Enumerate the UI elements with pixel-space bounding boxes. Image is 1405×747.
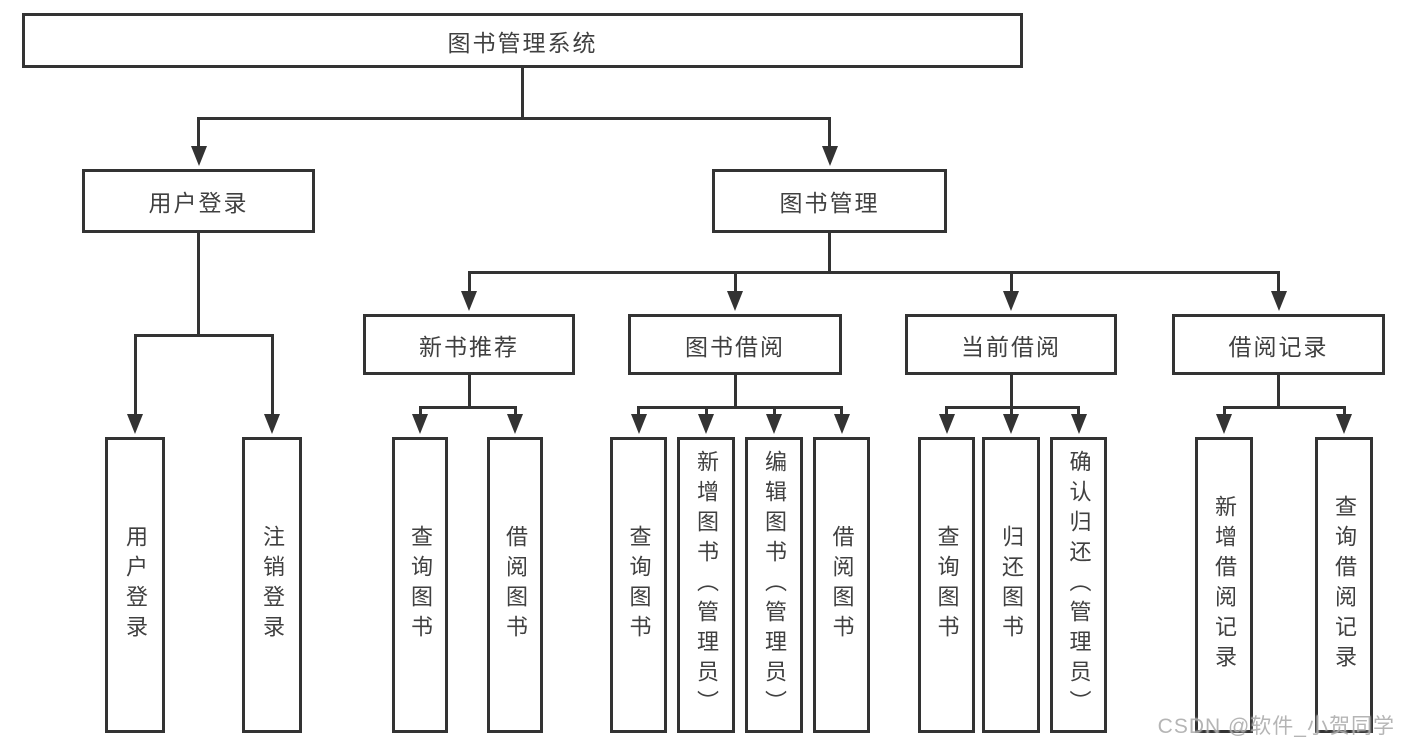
connector-bus	[467, 270, 1280, 274]
node-current-borrowing: 当前借阅	[905, 314, 1117, 375]
connector-drop	[133, 335, 137, 418]
arrow-down-icon	[1003, 291, 1019, 311]
connector-bus	[945, 405, 1080, 409]
leaf-add-borrowing-record-label: 新增借阅记录	[1212, 495, 1237, 675]
leaf-query-books-1: 查询图书	[392, 437, 448, 733]
connector-bus	[637, 405, 843, 409]
arrow-down-icon	[630, 414, 647, 434]
node-library-management-system: 图书管理系统	[22, 13, 1023, 68]
arrow-down-icon	[461, 291, 477, 311]
leaf-query-books-2-label: 查询图书	[626, 525, 652, 645]
leaf-edit-books-admin-label: 编辑图书（管理员）	[762, 450, 787, 720]
connector-stem	[197, 233, 200, 335]
leaf-return-books: 归还图书	[982, 437, 1040, 733]
leaf-borrow-books-1: 借阅图书	[487, 437, 543, 733]
connector-drop	[467, 272, 471, 295]
connector-drop	[197, 118, 200, 150]
arrow-down-icon	[264, 414, 280, 434]
connector-drop	[1222, 407, 1226, 418]
connector-bus	[133, 333, 274, 337]
leaf-return-books-label: 归还图书	[999, 525, 1024, 645]
leaf-edit-books-admin: 编辑图书（管理员）	[745, 437, 803, 733]
arrow-down-icon	[1003, 414, 1019, 434]
connector-drop	[637, 407, 640, 418]
connector-bus	[197, 116, 831, 120]
connector-drop	[1009, 272, 1013, 295]
node-book-borrowing: 图书借阅	[628, 314, 842, 375]
connector-stem	[1277, 375, 1280, 407]
connector-drop	[1277, 272, 1280, 295]
arrow-down-icon	[1216, 414, 1232, 434]
leaf-confirm-return-admin: 确认归还（管理员）	[1050, 437, 1107, 733]
node-new-book-recommendation-label: 新书推荐	[419, 333, 519, 360]
leaf-query-books-3-label: 查询图书	[934, 525, 960, 645]
node-borrowing-records: 借阅记录	[1172, 314, 1385, 375]
leaf-query-borrowing-record: 查询借阅记录	[1315, 437, 1373, 733]
arrow-down-icon	[698, 414, 714, 434]
connector-drop	[270, 335, 274, 418]
connector-drop	[1009, 407, 1013, 418]
arrow-down-icon	[821, 146, 838, 166]
arrow-down-icon	[1336, 414, 1352, 434]
leaf-add-books-admin-label: 新增图书（管理员）	[694, 450, 719, 720]
watermark: CSDN @软件_小贺同学	[1157, 715, 1395, 738]
connector-drop	[828, 118, 831, 150]
arrow-down-icon	[190, 146, 207, 166]
arrow-down-icon	[507, 414, 523, 434]
leaf-query-books-1-label: 查询图书	[408, 525, 433, 645]
leaf-logout-label: 注销登录	[260, 525, 285, 645]
node-book-borrowing-label: 图书借阅	[685, 333, 785, 360]
connector-drop	[840, 407, 843, 418]
connector-stem	[733, 375, 737, 407]
arrow-down-icon	[1070, 414, 1087, 434]
connector-drop	[513, 407, 517, 418]
connector-bus	[1222, 405, 1346, 409]
leaf-query-books-2: 查询图书	[610, 437, 667, 733]
leaf-user-login: 用户登录	[105, 437, 165, 733]
connector-drop	[1342, 407, 1346, 418]
leaf-add-books-admin: 新增图书（管理员）	[677, 437, 735, 733]
leaf-borrow-books-2: 借阅图书	[813, 437, 870, 733]
node-current-borrowing-label: 当前借阅	[961, 333, 1061, 360]
leaf-query-books-3: 查询图书	[918, 437, 975, 733]
leaf-borrow-books-2-label: 借阅图书	[829, 525, 855, 645]
node-library-management-system-label: 图书管理系统	[447, 29, 598, 56]
connector-drop	[1077, 407, 1080, 418]
leaf-confirm-return-admin-label: 确认归还（管理员）	[1066, 450, 1092, 720]
node-book-management: 图书管理	[712, 169, 947, 233]
connector-drop	[945, 407, 948, 418]
arrow-down-icon	[727, 291, 743, 311]
arrow-down-icon	[833, 414, 850, 434]
node-user-login-label: 用户登录	[148, 190, 249, 216]
leaf-add-borrowing-record: 新增借阅记录	[1195, 437, 1253, 733]
connector-drop	[418, 407, 422, 418]
connector-bus	[418, 405, 517, 409]
leaf-logout: 注销登录	[242, 437, 302, 733]
connector-stem	[467, 375, 471, 407]
arrow-down-icon	[766, 414, 782, 434]
arrow-down-icon	[1270, 291, 1287, 311]
connector-drop	[772, 407, 776, 418]
node-user-login: 用户登录	[82, 169, 315, 233]
leaf-borrow-books-1-label: 借阅图书	[503, 525, 528, 645]
arrow-down-icon	[412, 414, 428, 434]
connector-drop	[704, 407, 708, 418]
leaf-query-borrowing-record-label: 查询借阅记录	[1332, 495, 1357, 675]
connector-drop	[733, 272, 737, 295]
node-book-management-label: 图书管理	[779, 190, 880, 216]
connector-stem	[828, 233, 831, 272]
leaf-user-login-label: 用户登录	[123, 525, 148, 645]
connector-stem	[1009, 375, 1013, 407]
arrow-down-icon	[127, 414, 143, 434]
connector-stem	[521, 68, 524, 118]
node-new-book-recommendation: 新书推荐	[363, 314, 575, 375]
arrow-down-icon	[938, 414, 955, 434]
node-borrowing-records-label: 借阅记录	[1228, 333, 1329, 360]
